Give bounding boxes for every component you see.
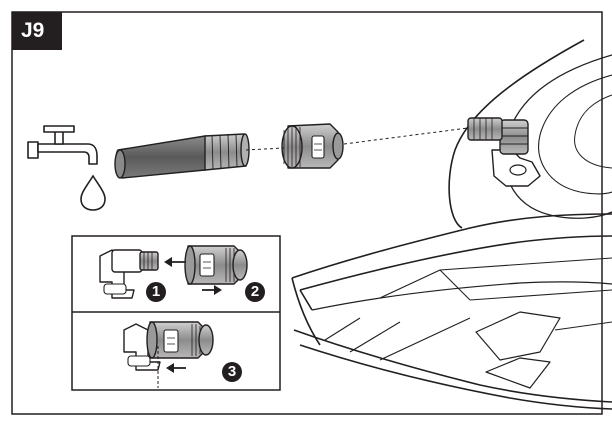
inset-assembled bbox=[123, 321, 214, 371]
step-badge-1: 1 bbox=[146, 282, 166, 302]
water-tap-icon bbox=[27, 125, 98, 165]
quick-connector bbox=[281, 123, 344, 169]
machine-body bbox=[291, 39, 612, 410]
machine-inlet-elbow bbox=[467, 117, 541, 187]
diagram-frame bbox=[11, 11, 603, 415]
arrow-left-icon bbox=[166, 363, 186, 373]
step-badge-3: 3 bbox=[222, 362, 242, 382]
arrow-right-icon bbox=[202, 285, 222, 295]
inset-elbow-top bbox=[99, 249, 159, 299]
step-badge-2: 2 bbox=[245, 282, 265, 302]
arrow-left-icon bbox=[164, 257, 186, 267]
water-drop-icon bbox=[80, 174, 106, 211]
inset-connector-top bbox=[184, 245, 248, 285]
hose bbox=[114, 133, 250, 179]
alignment-line bbox=[245, 127, 469, 151]
step-label: J9 bbox=[12, 12, 62, 50]
